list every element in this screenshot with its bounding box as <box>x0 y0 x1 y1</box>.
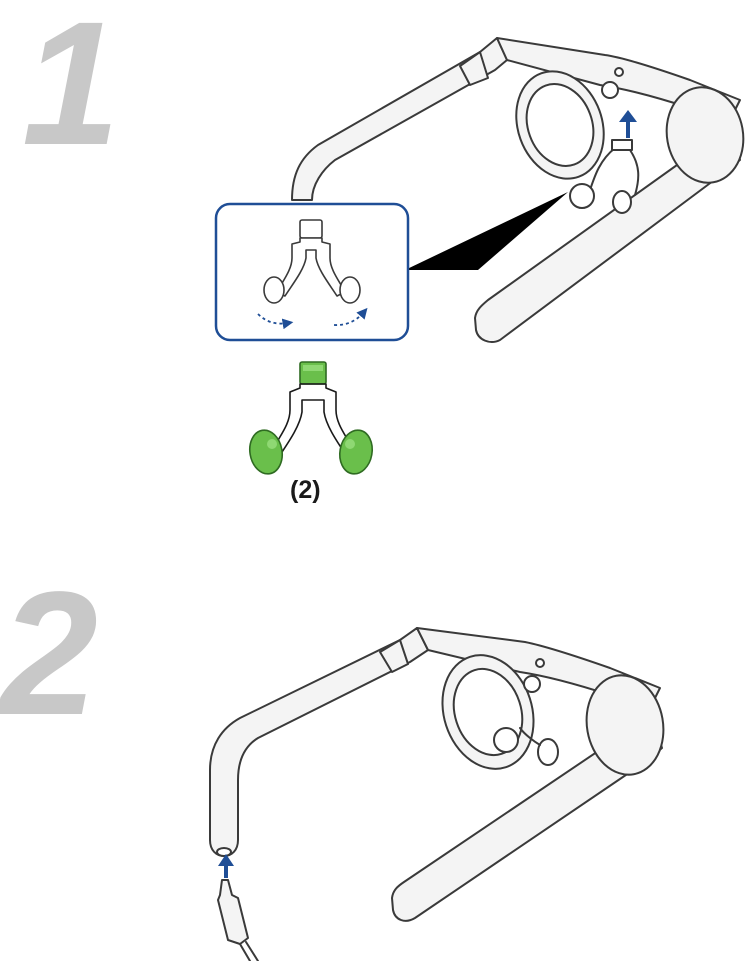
callout-pointer <box>405 192 568 270</box>
up-arrow-icon <box>619 110 637 138</box>
green-nose-pad <box>246 362 375 476</box>
glasses-step-2 <box>210 628 671 961</box>
nose-pad-callout <box>216 204 408 340</box>
part-label: (2) <box>290 476 321 505</box>
up-arrow-icon <box>218 854 234 878</box>
